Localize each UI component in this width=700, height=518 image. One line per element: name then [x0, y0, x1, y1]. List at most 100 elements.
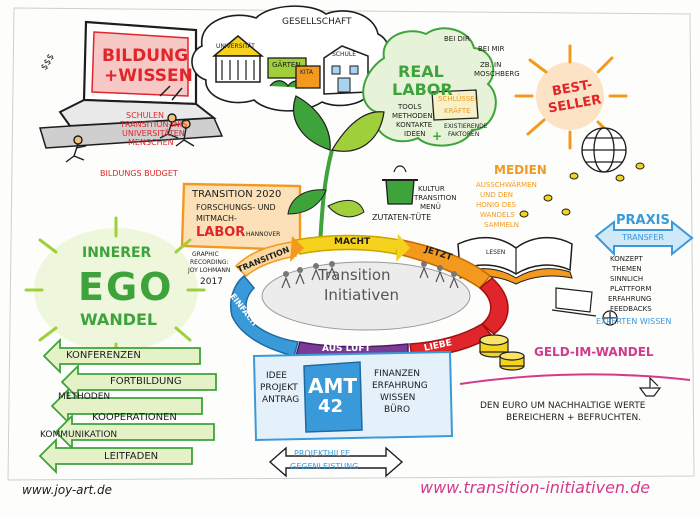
geld-title: GELD-IM-WANDEL [534, 345, 654, 359]
reallabor-board-line1: SCHLÜSSEL [438, 95, 479, 103]
book-label: LESEN [486, 249, 506, 256]
bildung-line-menschen: MENSCHEN [128, 138, 174, 147]
praxis-line-konzept: KONZEPT [610, 255, 643, 263]
building-gaerten: GÄRTEN [272, 61, 301, 69]
building-universitaet: UNIVERSITÄT [216, 43, 255, 50]
praxis-line-sinnlich: SINNLICH [610, 275, 644, 283]
kita-building [295, 65, 321, 89]
bildung-line-schulen: SCHULEN [126, 111, 165, 120]
amt-logo-box [303, 361, 363, 433]
transition2020-line1: TRANSITION 2020 [192, 189, 282, 200]
school-building [323, 45, 369, 95]
building-schule: SCHULE [332, 51, 357, 58]
cycle-ring [230, 234, 509, 362]
credit-line1: GRAPHIC [192, 251, 219, 258]
reallabor-note-bei-dir: BEI DIR [444, 35, 470, 43]
bildung-title-line1: BILDUNG [102, 46, 189, 66]
amt-logo-line1: AMT [308, 374, 358, 398]
amt-left-idee: IDEE [266, 371, 287, 381]
praxis-line-plattform: PLATTFORM [610, 285, 652, 293]
ego-line1: INNERER [82, 245, 152, 261]
kultur-line1: KULTUR [418, 185, 445, 193]
arrow-label-kooperationen: KOOPERATIONEN [92, 412, 177, 423]
medien-line2: UND DEN [480, 191, 514, 199]
ego-line2: EGO [78, 265, 174, 309]
amt-left-antrag: ANTRAG [262, 395, 300, 405]
university-building [211, 35, 265, 83]
amt-right-erfahrung: ERFAHRUNG [372, 381, 428, 391]
cycle-center-line2: Initiativen [324, 286, 399, 304]
credit-year: 2017 [200, 277, 223, 287]
globe-illustration [581, 127, 627, 173]
building-kita: KITA [300, 69, 314, 76]
geld-line1: DEN EURO UM NACHHALTIGE WERTE [480, 401, 646, 411]
coins-illustration [479, 334, 525, 371]
kultur-tag: ZUTATEN-TÜTE [372, 213, 432, 222]
reallabor-existing-line1: EXISTIERENDE [444, 123, 488, 130]
bildung-line-transition: TRANSITION-INIS [120, 120, 188, 129]
reallabor-tool-kontakte: KONTAKTE [396, 121, 433, 129]
reallabor-tool-ideen: IDEEN [404, 130, 426, 138]
bildung-line-universitaeten: UNIVERSITÄTEN [122, 129, 185, 138]
plant-illustration [287, 95, 385, 247]
praxis-expert: EXPERTEN WISSEN [596, 317, 672, 326]
kultur-line3: MENÜ [420, 203, 441, 211]
amt-right-finanzen: FINANZEN [374, 369, 421, 379]
amt-right-wissen: WISSEN [380, 393, 416, 403]
geld-underline [459, 373, 691, 385]
amt-help-line2: GEGENLEISTUNG [290, 462, 359, 471]
reallabor-tool-methoden: METHODEN [392, 112, 433, 120]
reallabor-note-bei-mir: BEI MIR [478, 45, 505, 53]
praxis-title: PRAXIS [616, 213, 670, 228]
reallabor-note-moschberg: MOSCHBERG [474, 70, 520, 78]
reallabor-tool-tools: TOOLS [398, 103, 422, 111]
transition2020-line3: MITMACH- [196, 214, 237, 223]
praxis-line-themen: THEMEN [612, 265, 642, 273]
kultur-line2: TRANSITION [414, 194, 457, 202]
reallabor-board [431, 89, 479, 121]
reallabor-plus: + [432, 129, 443, 143]
cycle-segment-macht: MACHT [334, 237, 371, 247]
cooking-pot-illustration [382, 165, 418, 205]
transition2020-line2: FORSCHUNGS- UND [196, 203, 276, 212]
credit-line2: RECORDING: [190, 259, 229, 266]
amt-right-buero: BÜRO [384, 405, 411, 415]
reallabor-title-line1: REAL [398, 62, 444, 81]
praxis-double-arrow [594, 219, 694, 257]
praxis-line-feedbacks: FEEDBACKS [610, 305, 652, 313]
medien-line3: HONIG DES [476, 201, 516, 209]
reallabor-title-line2: LABOR [392, 80, 453, 99]
medien-line5: SAMMELN [484, 221, 519, 229]
bees-illustration [519, 162, 645, 218]
arrow-label-methoden: METHODEN [58, 392, 111, 402]
footer-right-url[interactable]: www.transition-initiativen.de [420, 478, 651, 497]
people-on-laptop-illustration [65, 113, 195, 163]
cycle-segment-aus-luft: AUS LUFT [322, 344, 371, 354]
amt-help-line1: PROJEKTHILFE [294, 449, 351, 458]
arrow-label-konferenzen: KONFERENZEN [66, 350, 141, 361]
bildung-budget: BILDUNGS BUDGET [100, 169, 178, 178]
bildung-title-line2: +WISSEN [104, 66, 193, 86]
footer-left-url[interactable]: www.joy-art.de [22, 483, 112, 497]
ego-line3: WANDEL [80, 310, 158, 329]
cycle-center-line1: Transition [318, 266, 391, 284]
praxis-line-erfahrung: ERFAHRUNG [608, 295, 652, 303]
open-book-illustration [457, 236, 573, 285]
medien-line4: WANDELS [480, 211, 515, 219]
credit-line3: JOY LOHMANN [188, 267, 231, 274]
reallabor-board-line2: KRÄFTE [444, 107, 471, 115]
arrow-label-kommunikation: KOMMUNIKATION [40, 430, 118, 440]
laptop-illustration [39, 20, 224, 149]
gesellschaft-label: GESELLSCHAFT [282, 17, 352, 27]
page-frame [7, 7, 695, 481]
paper-boats-illustration [638, 376, 662, 397]
arrow-label-fortbildung: FORTBILDUNG [110, 376, 182, 387]
green-arrows [38, 337, 217, 475]
praxis-tools-illustration [551, 287, 618, 326]
transition2020-line4: LABOR [196, 225, 246, 240]
transition2020-line5: HANNOVER [246, 231, 281, 238]
medien-title: MEDIEN [494, 163, 547, 177]
bestseller-sun [514, 44, 628, 150]
